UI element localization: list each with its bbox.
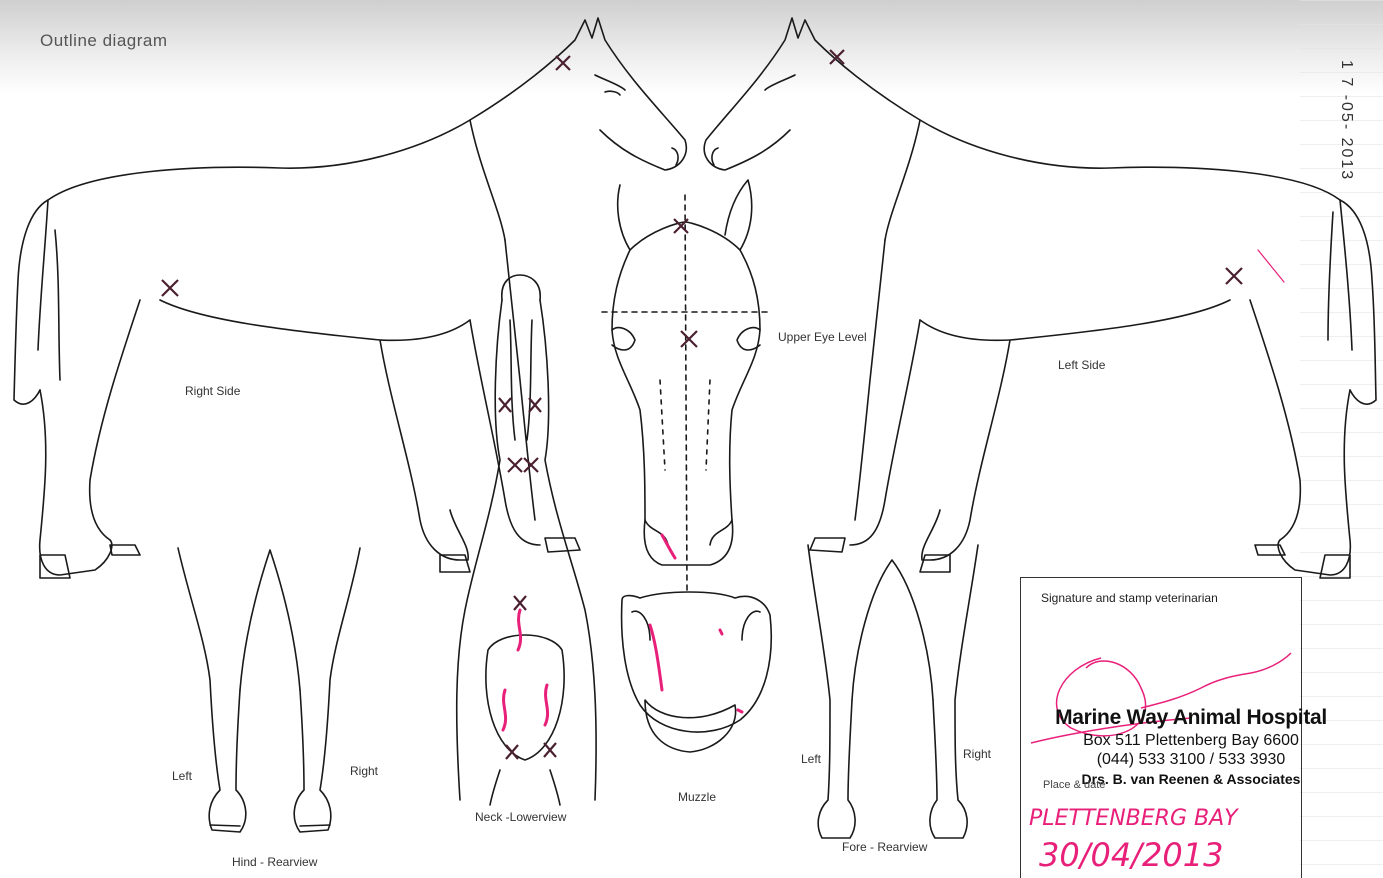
label-neck-lowerview: Neck -Lowerview <box>475 810 566 824</box>
label-fore-rearview: Fore - Rearview <box>842 840 927 854</box>
hind-rearview-outline <box>178 548 360 832</box>
label-hind-right: Right <box>350 764 378 778</box>
front-face-outline <box>602 180 770 590</box>
clinic-name: Marine Way Animal Hospital <box>1041 706 1341 730</box>
clinic-stamp: Marine Way Animal Hospital Box 511 Plett… <box>1041 706 1341 787</box>
label-right-side: Right Side <box>185 384 240 398</box>
margin-date-stamp: 1 7 -05- 2013 <box>1337 60 1355 181</box>
label-muzzle: Muzzle <box>678 790 716 804</box>
clinic-phone: (044) 533 3100 / 533 3930 <box>1041 751 1341 769</box>
label-fore-left: Left <box>801 752 821 766</box>
handwritten-place: PLETTENBERG BAY <box>1029 806 1238 831</box>
muzzle-outline <box>622 592 772 752</box>
label-hind-left: Left <box>172 769 192 783</box>
label-left-side: Left Side <box>1058 358 1105 372</box>
label-upper-eye-level: Upper Eye Level <box>778 330 867 344</box>
veterinarian-signature-box: Signature and stamp veterinarian Marine … <box>1020 577 1302 878</box>
handwritten-date: 30/04/2013 <box>1039 836 1223 874</box>
left-side-horse-outline <box>704 18 1376 578</box>
place-date-label: Place & date <box>1043 779 1105 791</box>
signature-caption: Signature and stamp veterinarian <box>1041 591 1218 605</box>
right-side-horse-outline <box>14 18 686 578</box>
label-fore-right: Right <box>963 747 991 761</box>
fore-rearview-outline <box>808 545 978 838</box>
clinic-address: Box 511 Plettenberg Bay 6600 <box>1041 732 1341 750</box>
label-hind-rearview: Hind - Rearview <box>232 855 317 869</box>
